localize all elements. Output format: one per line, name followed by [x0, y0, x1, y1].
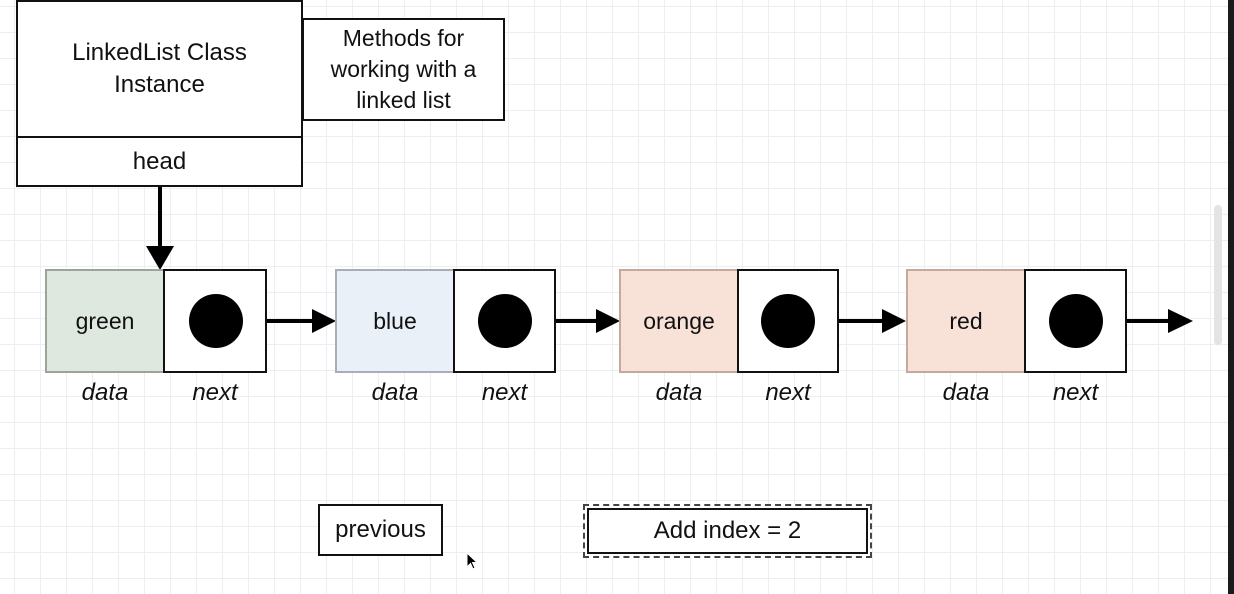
head-property-box[interactable]: head: [16, 136, 303, 187]
node-3-data-label: data: [655, 379, 703, 406]
next-arrowhead-4: [1168, 309, 1193, 333]
methods-box[interactable]: Methods for working with a linked list: [302, 18, 505, 121]
add-index-button-label: Add index = 2: [653, 517, 802, 544]
node-4-data-value: red: [949, 307, 983, 334]
node-1-data-label: data: [81, 379, 129, 406]
node-2-data-cell[interactable]: blue: [335, 269, 455, 373]
linkedlist-class-box[interactable]: LinkedList Class Instance: [16, 0, 303, 138]
head-label: head: [132, 147, 187, 175]
node-2-next-label: next: [481, 379, 528, 406]
next-arrowhead-1: [312, 309, 336, 333]
previous-button[interactable]: previous: [318, 504, 443, 556]
node-3-data-cell[interactable]: orange: [619, 269, 739, 373]
node-3-next-label: next: [765, 379, 811, 406]
methods-text: Methods for working with a linked list: [330, 25, 477, 113]
head-pointer-arrowhead: [146, 246, 174, 270]
window-edge: [1228, 0, 1234, 594]
mouse-cursor-icon: [466, 552, 478, 570]
node-2-data-value: blue: [373, 307, 417, 334]
node-2-pointer-dot-icon: [478, 294, 532, 348]
node-1-next-label: next: [192, 379, 238, 406]
add-index-button[interactable]: Add index = 2: [583, 504, 872, 558]
node-4-data-label: data: [942, 379, 990, 406]
scrollbar-thumb[interactable]: [1214, 205, 1222, 345]
node-3-data-value: orange: [643, 307, 715, 334]
node-1-data-value: green: [75, 307, 135, 334]
node-2-data-label: data: [371, 379, 419, 406]
class-box-title: LinkedList Class Instance: [72, 39, 247, 98]
previous-button-label: previous: [335, 516, 426, 543]
node-4-pointer-dot-icon: [1049, 294, 1103, 348]
node-4-data-cell[interactable]: red: [906, 269, 1026, 373]
node-4-next-label: next: [1052, 379, 1099, 406]
node-3-pointer-dot-icon: [761, 294, 815, 348]
node-1-data-cell[interactable]: green: [45, 269, 165, 373]
next-arrowhead-3: [882, 309, 906, 333]
node-1-pointer-dot-icon: [189, 294, 243, 348]
next-arrowhead-2: [596, 309, 620, 333]
